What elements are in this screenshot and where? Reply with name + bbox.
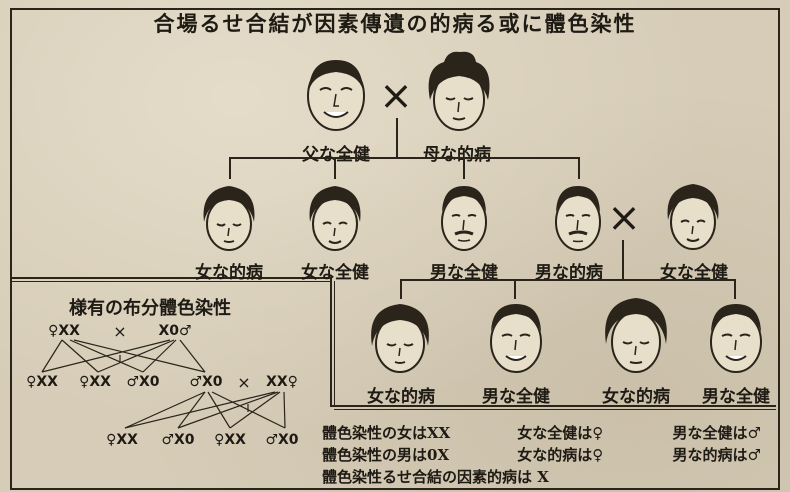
inset-row2-cross: × xyxy=(237,373,251,392)
mother-label: 母な的病 xyxy=(423,145,491,165)
inset-row2-3: ♂X0 xyxy=(126,374,160,390)
inset-row2-1: ♀XX xyxy=(26,374,58,390)
inset-border-top-inner xyxy=(10,281,332,282)
inset-row1-male: X0♂ xyxy=(158,323,192,339)
marriage-cross-symbol: × xyxy=(607,195,641,241)
legend-line-2: 體色染性の男は0X 女な的病は♀ 男な的病は♂ xyxy=(322,444,761,465)
child2-label: 女な全健 xyxy=(301,263,369,283)
diagram-title: 合場るせ合結が因素傳遺の的病る或に體色染性 xyxy=(153,11,637,36)
parents-descent-line xyxy=(396,118,398,158)
child2-face-icon xyxy=(309,186,361,251)
inset-row2-6: XX♀ xyxy=(266,374,298,390)
inset-row2-4: ♂X0 xyxy=(189,374,223,390)
legend-2a: 體色染性の男は0X xyxy=(322,446,450,464)
child3-drop xyxy=(463,157,465,179)
inset-row3-4: ♂X0 xyxy=(265,432,299,448)
spouse-face-icon xyxy=(667,184,719,250)
child1-label: 女な的病 xyxy=(195,263,263,283)
grandchild4-label: 男な全健 xyxy=(702,387,770,407)
legend-1c: 男な全健は♂ xyxy=(672,424,761,442)
legend-border-top xyxy=(330,405,776,407)
grandchild2-label: 男な全健 xyxy=(482,387,550,407)
inset-row3-1: ♀XX xyxy=(106,432,138,448)
grandchild1-label: 女な的病 xyxy=(367,387,435,407)
child4-label: 男な的病 xyxy=(535,263,603,283)
grandchildren-bar xyxy=(400,279,736,281)
child2-drop xyxy=(334,157,336,179)
grandchild2-face-icon xyxy=(490,304,542,373)
legend-1a: 體色染性の女はXX xyxy=(322,424,451,442)
grandchild4-face-icon xyxy=(710,304,762,373)
legend-1b: 女な全健は♀ xyxy=(517,424,604,442)
gc2-drop xyxy=(514,279,516,299)
inset-row2-2: ♀XX xyxy=(79,374,111,390)
gc3-drop xyxy=(734,279,736,299)
legend-2c: 男な的病は♂ xyxy=(672,446,761,464)
inset-border-right-inner xyxy=(334,281,335,407)
legend-border-top-inner xyxy=(334,409,776,410)
child1-face-icon xyxy=(203,186,255,251)
gc1-drop xyxy=(400,279,402,299)
grandchild3-face-icon xyxy=(605,298,667,373)
inset-border-right xyxy=(330,277,332,407)
father-face-icon xyxy=(307,60,365,131)
child4-face-icon xyxy=(555,186,601,251)
mother-face-icon xyxy=(428,51,490,131)
grandchildren-descent-line xyxy=(622,240,624,280)
grandchild1-face-icon xyxy=(371,304,429,373)
child4-drop xyxy=(578,157,580,179)
inset-row3-3: ♀XX xyxy=(214,432,246,448)
child1-drop xyxy=(229,157,231,179)
grandchild3-label: 女な的病 xyxy=(602,387,670,407)
inset-row1-female: ♀XX xyxy=(48,323,80,339)
child3-face-icon xyxy=(441,186,487,251)
spouse-label: 女な全健 xyxy=(660,263,728,283)
inset-border-top xyxy=(10,277,330,279)
legend-2b: 女な的病は♀ xyxy=(517,446,604,464)
legend-line-1: 體色染性の女はXX 女な全健は♀ 男な全健は♂ xyxy=(322,422,761,443)
parents-cross-symbol: × xyxy=(379,73,413,119)
inset-title: 様有の布分體色染性 xyxy=(69,298,231,319)
outer-frame xyxy=(10,8,780,490)
children-bar xyxy=(229,157,580,159)
inset-row1-cross: × xyxy=(113,322,127,341)
legend-line-3: 體色染性るせ合結の因素的病は X xyxy=(322,468,549,486)
inset-row3-2: ♂X0 xyxy=(161,432,195,448)
father-label: 父な全健 xyxy=(302,145,370,165)
child3-label: 男な全健 xyxy=(430,263,498,283)
